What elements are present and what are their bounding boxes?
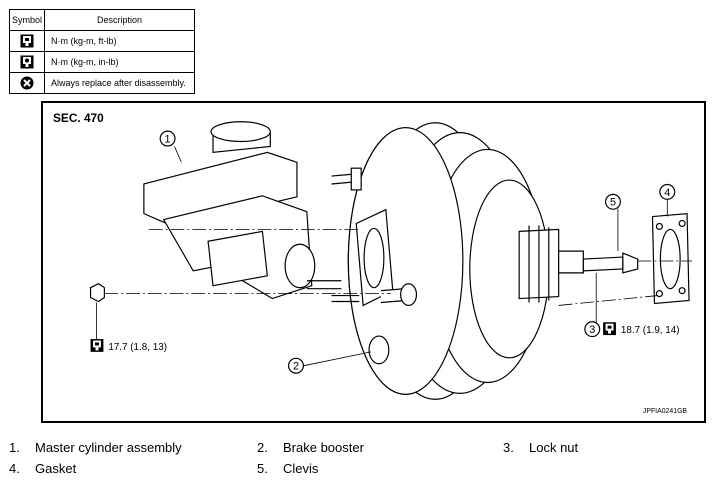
gasket xyxy=(651,212,690,305)
part-item: 4.Gasket xyxy=(9,461,77,476)
leader-lines xyxy=(96,146,668,367)
callout-label: 4 xyxy=(664,187,670,199)
callout-2: 2 xyxy=(287,357,304,374)
torque-value: 18.7 (1.9, 14) xyxy=(621,325,680,336)
torque-value: 17.7 (1.8, 13) xyxy=(108,342,167,353)
torque-socket-icon xyxy=(20,34,34,48)
part-item: 1.Master cylinder assembly xyxy=(9,440,182,455)
torque-socket-icon xyxy=(603,322,616,336)
brake-booster xyxy=(331,122,550,400)
callout-label: 5 xyxy=(610,197,616,209)
legend-description: N·m (kg-m, ft-lb) xyxy=(44,30,195,52)
callout-1: 1 xyxy=(159,130,176,147)
master-cylinder-assembly xyxy=(143,121,342,300)
legend-row: Always replace after disassembly. xyxy=(9,72,195,94)
legend-description: N·m (kg-m, in-lb) xyxy=(44,51,195,73)
callout-label: 3 xyxy=(589,324,595,336)
callout-3: 3 xyxy=(584,321,601,338)
part-item: 5.Clevis xyxy=(257,461,319,476)
figure-code: JPFIA0241GB xyxy=(643,408,688,415)
callout-label: 2 xyxy=(293,361,299,373)
push-rod-boot xyxy=(518,225,639,303)
always-replace-icon xyxy=(20,76,34,90)
symbol-legend-table: Symbol Description N·m (kg-m, ft-lb) N·m… xyxy=(9,9,195,94)
section-label: SEC. 470 xyxy=(53,111,104,125)
legend-header-row: Symbol Description xyxy=(9,9,195,31)
legend-description: Always replace after disassembly. xyxy=(44,72,195,94)
callout-label: 1 xyxy=(165,134,171,146)
part-item: 2.Brake booster xyxy=(257,440,364,455)
brake-booster-exploded-diagram: SEC. 470 xyxy=(41,101,706,423)
center-lines xyxy=(104,229,692,306)
callout-5: 5 xyxy=(604,193,621,210)
legend-header-description: Description xyxy=(44,9,195,31)
legend-row: N·m (kg-m, in-lb) xyxy=(9,51,195,73)
callout-4: 4 xyxy=(659,183,676,200)
torque-socket-icon xyxy=(90,339,104,352)
torque-spec-left: 17.7 (1.8, 13) xyxy=(90,339,167,353)
torque-spec-right: 18.7 (1.9, 14) xyxy=(603,322,680,336)
part-item: 3.Lock nut xyxy=(503,440,579,455)
legend-header-symbol: Symbol xyxy=(9,9,45,31)
nut xyxy=(89,283,105,303)
legend-row: N·m (kg-m, ft-lb) xyxy=(9,30,195,52)
torque-wrench-icon xyxy=(20,55,34,69)
